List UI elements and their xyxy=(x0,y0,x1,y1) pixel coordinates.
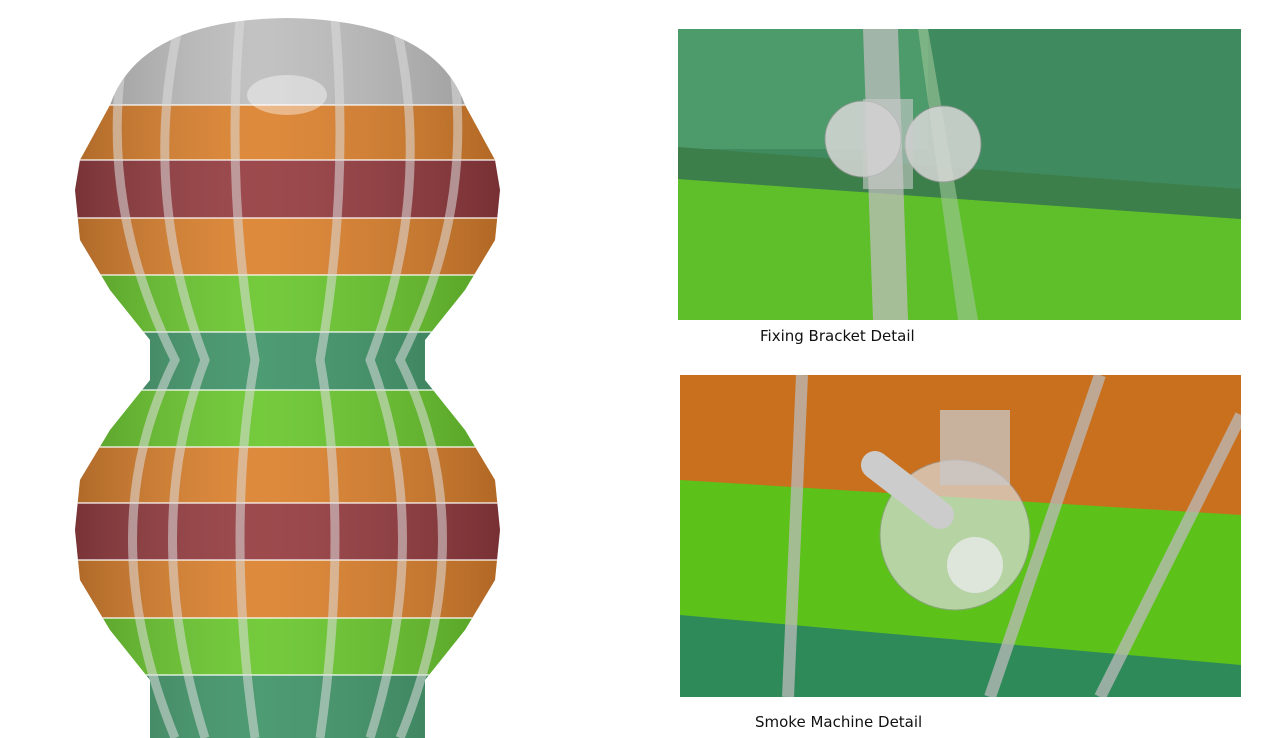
lantern-model-render xyxy=(75,18,500,738)
figure-caption: Smoke Machine Detail xyxy=(755,713,923,731)
figure-caption: Fixing Bracket Detail xyxy=(760,327,915,345)
fixing-bracket-render xyxy=(678,29,1241,320)
smoke-machine-render xyxy=(680,375,1241,697)
vertical-ribs xyxy=(112,18,463,738)
